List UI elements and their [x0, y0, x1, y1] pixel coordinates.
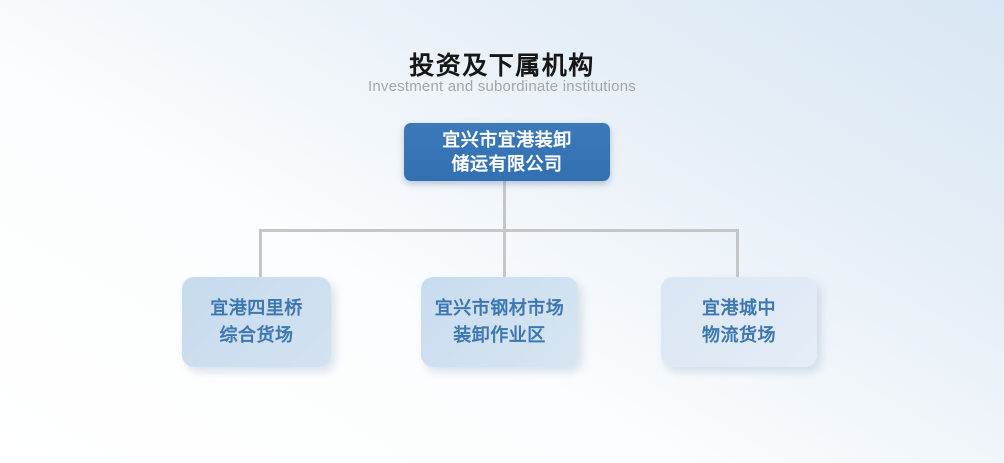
org-node-child-2-label-line2: 装卸作业区 — [453, 325, 546, 345]
org-node-root-label-line2: 储运有限公司 — [451, 154, 563, 174]
org-node-child-1-label-line1: 宜港四里桥 — [210, 298, 303, 318]
org-node-child-3-label-line2: 物流货场 — [702, 325, 776, 345]
connector-right-drop — [736, 229, 739, 277]
org-node-root: 宜兴市宜港装卸 储运有限公司 — [404, 123, 610, 181]
org-node-child-1-label-line2: 综合货场 — [219, 325, 294, 345]
org-node-child-2-label-line1: 宜兴市钢材市场 — [434, 298, 565, 318]
org-node-child-3: 宜港城中 物流货场 — [661, 277, 817, 367]
connector-horizontal — [259, 229, 739, 232]
page-subtitle: Investment and subordinate institutions — [368, 78, 636, 95]
org-node-child-2: 宜兴市钢材市场 装卸作业区 — [421, 277, 578, 367]
org-node-root-label-line1: 宜兴市宜港装卸 — [442, 130, 572, 150]
connector-left-drop — [259, 229, 262, 277]
page-title: 投资及下属机构 — [409, 52, 595, 80]
org-node-child-1: 宜港四里桥 综合货场 — [182, 277, 331, 367]
org-node-child-3-label-line1: 宜港城中 — [702, 298, 776, 318]
